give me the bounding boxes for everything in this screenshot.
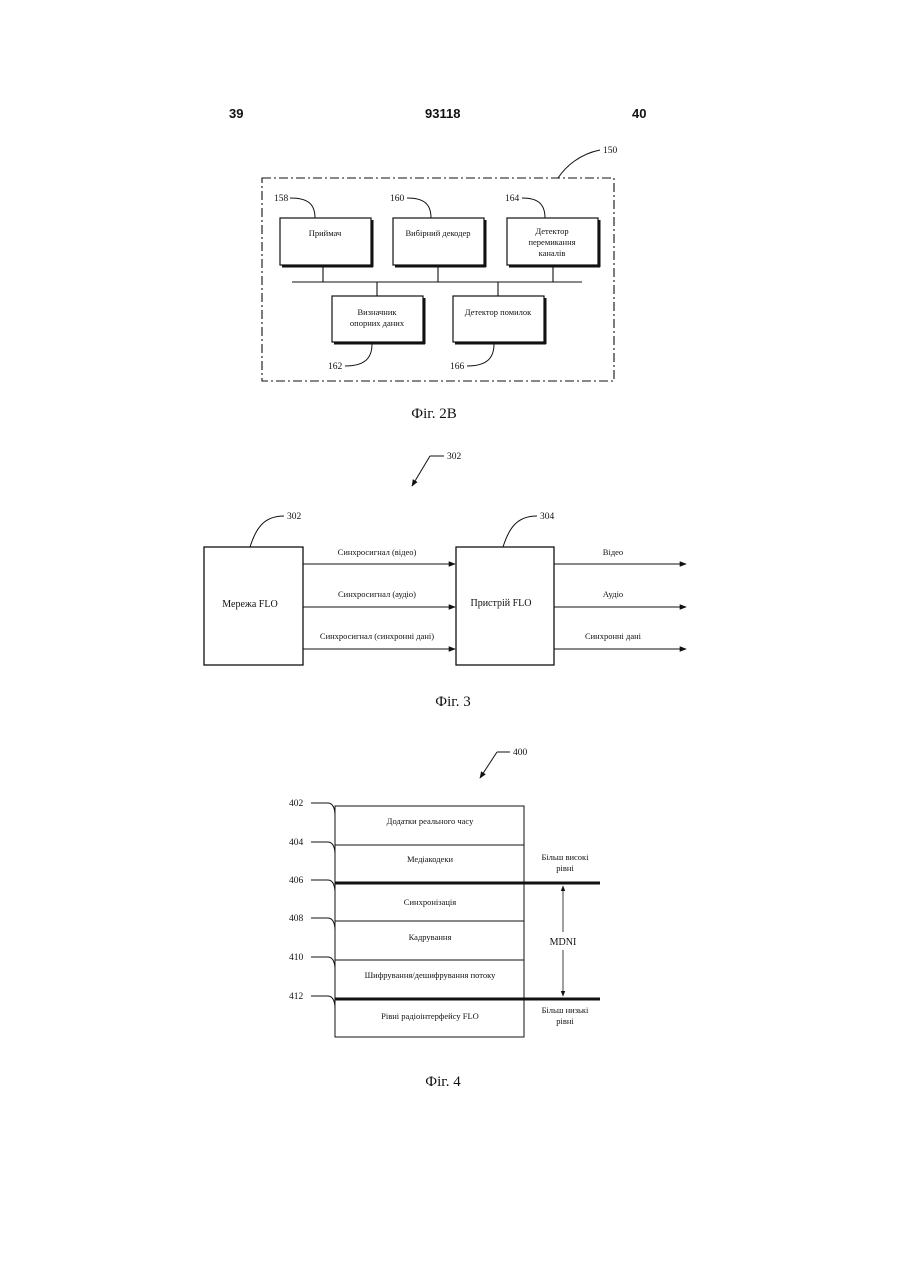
block-ref: 164	[505, 194, 520, 204]
fig4-layer-label: Синхронізація	[404, 897, 456, 907]
layer-ref: 406	[289, 876, 304, 886]
fig2b-caption: Фіг. 2B	[411, 406, 456, 422]
fig3-flo-device-block: Пристрій FLO 304	[456, 512, 555, 665]
block-ref: 162	[328, 362, 343, 372]
fig2b-main-leader	[558, 150, 600, 178]
block-label: Приймач	[309, 228, 342, 238]
fig4-main-pointer	[480, 752, 497, 778]
fig3-input-label: Синхросигнал (аудіо)	[338, 589, 416, 599]
fig2b-block-error-detector: Детектор помилок 166	[450, 296, 546, 372]
fig4-caption: Фіг. 4	[425, 1074, 461, 1090]
fig4-upper-layers-label: Більш високі	[541, 852, 589, 862]
fig4-layer-label: Шифрування/дешифрування потоку	[365, 970, 497, 980]
block-label: Мережа FLO	[222, 599, 277, 610]
block-label: Визначник	[357, 307, 397, 317]
fig4-layer-label: Медіакодеки	[407, 854, 453, 864]
fig3-ref-main: 302	[447, 452, 462, 462]
layer-ref: 408	[289, 914, 304, 924]
layer-ref: 412	[289, 992, 304, 1002]
fig2b-block-channel-switch-detector: Детектор перемикання каналів 164	[505, 194, 600, 267]
figure-4: 400 Додатки реального часу Медіакодеки С…	[289, 748, 600, 1090]
layer-ref: 404	[289, 838, 304, 848]
block-label: Детектор помилок	[465, 307, 532, 317]
block-ref: 166	[450, 362, 465, 372]
fig4-lower-layers-label: Більш низькі	[542, 1005, 589, 1015]
block-ref: 302	[287, 512, 302, 522]
fig4-mdni-label: MDNI	[550, 937, 577, 948]
block-label: опорних даних	[350, 318, 405, 328]
figure-3: 302 Мережа FLO 302 Пристрій FLO 304 Синх…	[204, 452, 686, 710]
fig2b-block-reference-data-identifier: Визначник опорних даних 162	[328, 296, 425, 372]
fig4-layer-refs: 402 404 406 408 410 412	[289, 799, 335, 1008]
fig2b-block-selective-decoder: Вибірний декодер 160	[390, 194, 486, 267]
block-label: Вибірний декодер	[405, 228, 470, 238]
fig4-upper-layers-label: рівні	[556, 863, 574, 873]
block-label: Пристрій FLO	[470, 598, 531, 609]
block-label: Детектор	[535, 226, 568, 236]
layer-ref: 402	[289, 799, 304, 809]
fig3-caption: Фіг. 3	[435, 694, 470, 710]
block-ref: 304	[540, 512, 555, 522]
fig3-output-label: Аудіо	[603, 589, 623, 599]
figure-2b: 150 Приймач 158 Вибірний декодер 160	[262, 146, 618, 422]
fig4-ref-main: 400	[513, 748, 528, 758]
block-ref: 158	[274, 194, 289, 204]
block-ref: 160	[390, 194, 405, 204]
layer-ref: 410	[289, 953, 304, 963]
fig2b-ref-main: 150	[603, 146, 618, 156]
fig3-output-label: Відео	[603, 547, 623, 557]
fig4-layer-label: Додатки реального часу	[387, 816, 474, 826]
fig4-layer-label: Рівні радіоінтерфейсу FLO	[381, 1011, 479, 1021]
fig3-flo-network-block: Мережа FLO 302	[204, 512, 303, 665]
fig2b-block-receiver: Приймач 158	[274, 194, 373, 267]
fig3-input-label: Синхросигнал (відео)	[338, 547, 417, 557]
fig3-output-label: Синхронні дані	[585, 631, 642, 641]
block-label: каналів	[539, 248, 566, 258]
fig4-layer-label: Кадрування	[409, 932, 452, 942]
fig4-lower-layers-label: рівні	[556, 1016, 574, 1026]
fig3-input-label: Синхросигнал (синхронні дані)	[320, 631, 434, 641]
block-label: перемикання	[528, 237, 575, 247]
fig3-main-pointer	[412, 456, 430, 486]
